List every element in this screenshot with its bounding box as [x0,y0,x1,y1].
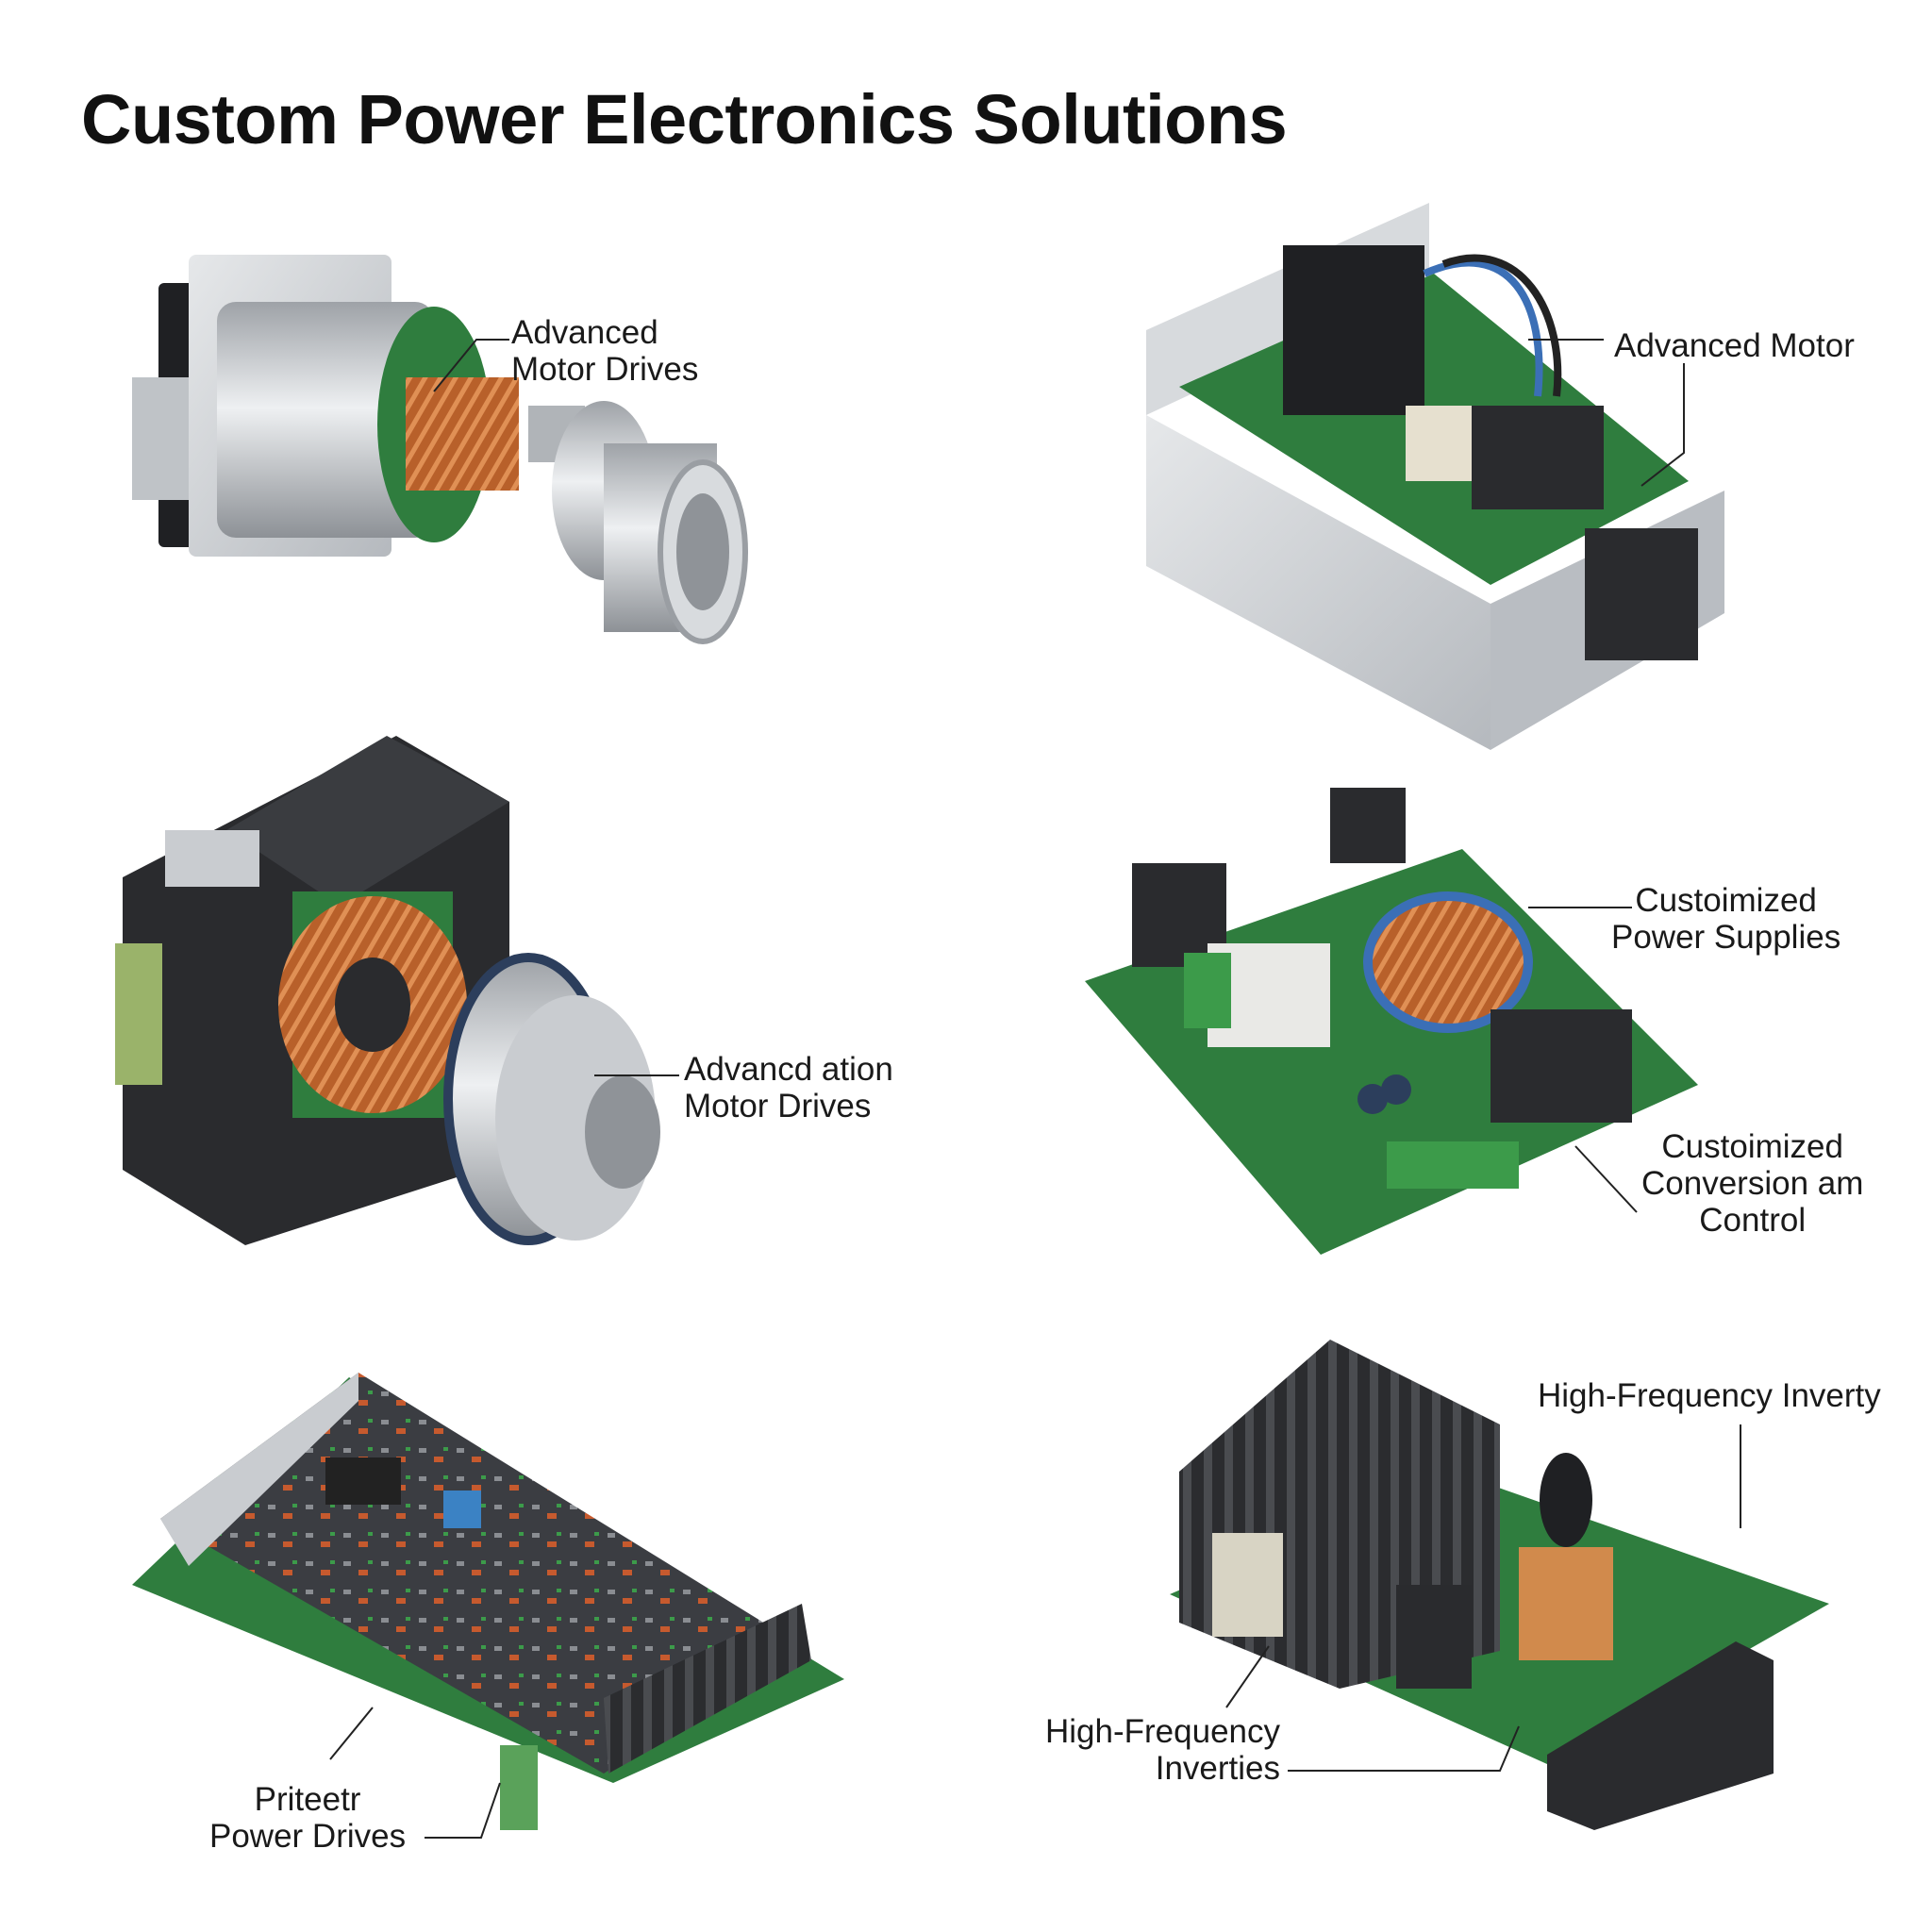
label-line: Advanced Motor [1614,327,1855,364]
label-line: Advanced [511,314,658,351]
label-line: Control [1699,1202,1807,1239]
label-customized-power-supplies: Custoimized Power Supplies [1611,882,1840,956]
label-advancd-ation-motor-drives: Advancd ation Motor Drives [684,1051,893,1124]
label-line: Motor Drives [511,351,699,388]
label-advanced-motor-drives: Advanced Motor Drives [511,314,698,388]
heatsink-inverter-image [1170,1340,1829,1830]
leader-line [1528,907,1638,1213]
label-line: Inverties [1155,1750,1280,1787]
toroid-motor-drive-image [115,736,660,1245]
label-advanced-motor: Advanced Motor [1614,327,1855,364]
label-line: High-Frequency [1045,1713,1280,1750]
label-line: Custoimized [1661,1128,1843,1165]
label-high-frequency-inverties: High-Frequency Inverties [1045,1713,1280,1787]
label-priteetr-power-drives: Priteetr Power Drives [209,1781,406,1855]
label-line: Advancd ation [684,1051,893,1088]
enclosed-motor-controller-image [1146,203,1724,750]
leader-line [1225,1424,1741,1772]
motor-drive-assembly-image [132,255,748,644]
label-line: Motor Drives [684,1088,872,1124]
leader-line [433,339,509,392]
label-high-frequency-inverty: High-Frequency Inverty [1538,1377,1881,1414]
label-customized-conversion-control: Custoimized Conversion am Control [1641,1128,1863,1239]
label-line: Power Supplies [1611,919,1841,956]
power-supply-board-image [1085,788,1698,1255]
power-drive-board-image [132,1373,844,1830]
label-line: High-Frequency Inverty [1538,1377,1881,1414]
leader-line [329,1707,501,1839]
leader-line [1528,339,1685,487]
label-line: Custoimized [1635,882,1817,919]
label-line: Priteetr [254,1781,361,1818]
label-line: Power Drives [209,1818,407,1855]
label-line: Conversion am [1641,1165,1864,1202]
page-title: Custom Power Electronics Solutions [81,80,1288,158]
